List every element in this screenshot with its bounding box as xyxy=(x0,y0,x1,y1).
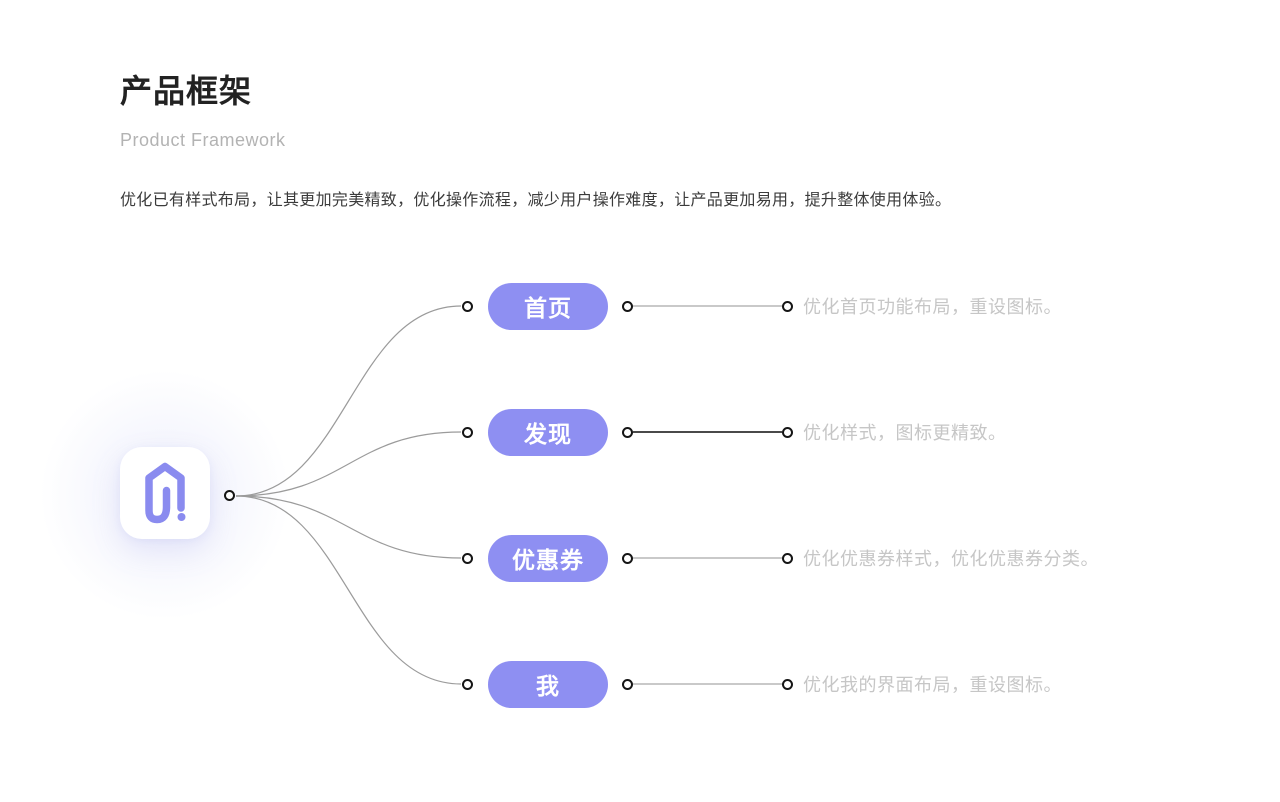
branch-note: 优化我的界面布局，重设图标。 xyxy=(803,675,1062,695)
branch-start-dot xyxy=(462,426,473,438)
node-link-start-dot xyxy=(622,426,633,438)
branch-start-dot xyxy=(462,300,473,312)
branch-note: 优化首页功能布局，重设图标。 xyxy=(803,297,1062,317)
branch-row-coupon: 优惠券 优化优惠券样式，优化优惠券分类。 xyxy=(462,534,1099,582)
branch-row-discover: 发现 优化样式，图标更精致。 xyxy=(462,408,1007,456)
node-pill-me[interactable]: 我 xyxy=(488,660,608,708)
node-link-start-dot xyxy=(622,552,633,564)
branch-start-dot xyxy=(462,552,473,564)
branch-row-me: 我 优化我的界面布局，重设图标。 xyxy=(462,660,1062,708)
node-link-line xyxy=(633,557,782,559)
branch-row-home: 首页 优化首页功能布局，重设图标。 xyxy=(462,282,1062,330)
node-link-end-dot xyxy=(782,426,793,438)
node-label: 优惠券 xyxy=(512,547,584,573)
node-pill-home[interactable]: 首页 xyxy=(488,282,608,330)
node-label: 我 xyxy=(536,673,560,699)
node-link-line xyxy=(633,431,782,433)
node-link-start-dot xyxy=(622,300,633,312)
node-link-start-dot xyxy=(622,678,633,690)
node-label: 发现 xyxy=(524,421,572,447)
node-pill-coupon[interactable]: 优惠券 xyxy=(488,534,608,582)
root-connector-dot xyxy=(224,490,235,501)
branch-note: 优化优惠券样式，优化优惠券分类。 xyxy=(803,549,1099,569)
node-link-end-dot xyxy=(782,552,793,564)
branch-note: 优化样式，图标更精致。 xyxy=(803,423,1007,443)
page-subtitle: Product Framework xyxy=(120,130,286,150)
branch-start-dot xyxy=(462,678,473,690)
home-app-logo-icon xyxy=(145,462,186,524)
node-link-line xyxy=(633,305,782,307)
node-link-end-dot xyxy=(782,678,793,690)
node-link-end-dot xyxy=(782,300,793,312)
node-pill-discover[interactable]: 发现 xyxy=(488,408,608,456)
app-icon-card xyxy=(120,447,210,539)
page-title: 产品框架 xyxy=(120,73,253,109)
node-link-line xyxy=(633,683,782,685)
node-label: 首页 xyxy=(524,295,572,321)
page-description: 优化已有样式布局，让其更加完美精致，优化操作流程，减少用户操作难度，让产品更加易… xyxy=(120,192,952,209)
